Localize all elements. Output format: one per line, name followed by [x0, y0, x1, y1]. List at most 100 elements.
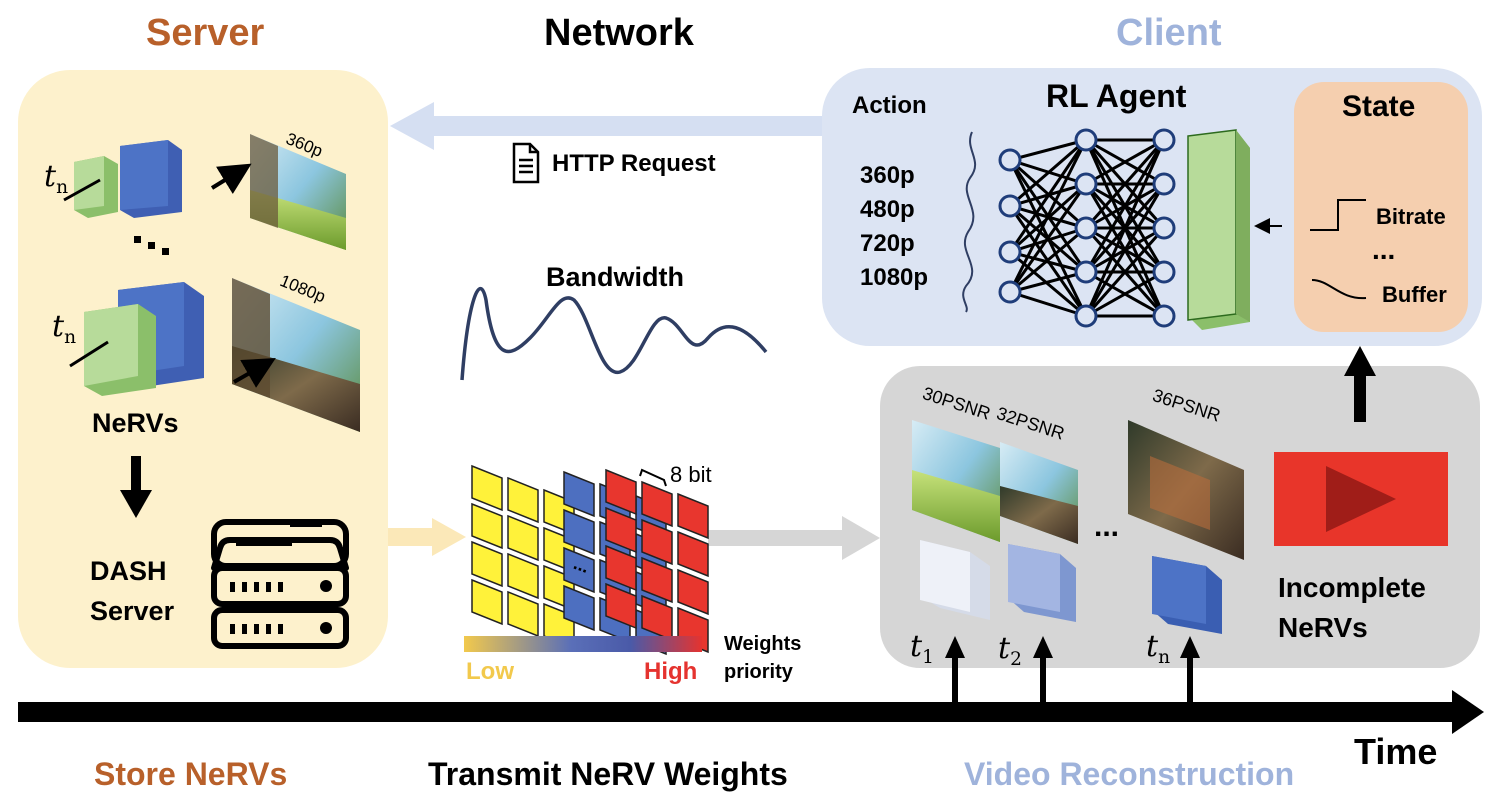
bandwidth-label: Bandwidth — [546, 262, 684, 292]
server-t-label-1: tn — [44, 159, 69, 198]
recon-frame-2 — [1000, 442, 1078, 544]
action-720p: 720p — [860, 230, 915, 257]
action-360p: 360p — [860, 162, 915, 189]
nn-node — [998, 194, 1022, 218]
weight-cell-blue — [563, 470, 595, 518]
action-distribution-curve — [962, 131, 976, 313]
bit-bracket — [639, 468, 667, 487]
dash-label-line2: Server — [90, 596, 175, 626]
state-dots: ... — [1372, 234, 1396, 265]
weight-cell-yellow — [471, 540, 503, 588]
weight-cell-red — [641, 556, 673, 604]
document-icon — [512, 142, 540, 184]
weight-cell-blue — [563, 546, 595, 594]
weight-cell-yellow — [471, 502, 503, 550]
time-axis-arrow — [18, 690, 1484, 734]
nn-node — [998, 148, 1022, 172]
weight-cell-red — [677, 568, 709, 616]
legend-high-label: High — [644, 658, 698, 685]
nn-edge — [1009, 226, 1087, 294]
weight-cell-blue — [563, 508, 595, 556]
weight-cell-yellow — [507, 552, 539, 600]
action-480p: 480p — [860, 196, 915, 223]
server-section-title: Server — [146, 12, 265, 54]
server-t-label-2: tn — [52, 309, 77, 348]
nn-edge — [1009, 290, 1087, 318]
nn-edge — [1084, 139, 1166, 317]
state-buffer-label: Buffer — [1382, 282, 1447, 307]
nn-edge — [1008, 183, 1088, 293]
http-request-label: HTTP Request — [552, 150, 716, 177]
nn-edge — [1084, 183, 1166, 317]
weights-to-client-arrow — [708, 516, 880, 560]
action-1080p: 1080p — [860, 264, 929, 291]
buffer-curve-icon — [1311, 279, 1367, 300]
nn-edge — [1009, 138, 1087, 162]
time-label-t1: t1 — [910, 629, 934, 668]
action-label: Action — [852, 92, 927, 119]
weight-cell-yellow — [471, 578, 503, 626]
nn-node — [1074, 304, 1098, 328]
nn-edge — [1009, 250, 1087, 318]
nerv-cube-large — [69, 282, 204, 396]
nn-node — [1074, 128, 1098, 152]
recon-cube-1 — [920, 540, 990, 620]
nn-edge — [1009, 250, 1087, 274]
legend-caption-line2: priority — [724, 661, 793, 683]
recon-cube-n — [1152, 556, 1222, 634]
recon-frame-1 — [912, 420, 1000, 542]
arrow-to-1080p — [233, 358, 276, 388]
time-up-arrows — [945, 636, 1200, 704]
nn-edge — [1009, 138, 1087, 208]
nerv-cube-small — [63, 140, 182, 218]
network-section-title: Network — [544, 12, 694, 54]
server-dots — [134, 236, 169, 255]
bandwidth-curve — [460, 286, 768, 381]
weight-cell-yellow — [507, 514, 539, 562]
http-request-arrow — [390, 102, 822, 150]
weights-grid-red — [605, 468, 709, 654]
nn-edge — [1008, 139, 1088, 253]
neural-network — [998, 128, 1176, 328]
footer-store: Store NeRVs — [94, 756, 288, 792]
nn-node — [1074, 172, 1098, 196]
weights-grid-yellow — [471, 464, 575, 650]
weight-cell-red — [677, 530, 709, 578]
nn-node — [1074, 216, 1098, 240]
dash-server-icon — [211, 519, 349, 649]
nn-node — [998, 240, 1022, 264]
legend-caption-line1: Weights — [724, 633, 802, 655]
weight-cell-red — [605, 468, 637, 516]
rl-agent-title: RL Agent — [1046, 78, 1187, 114]
weight-cell-red — [641, 480, 673, 528]
bitrate-step-icon — [1310, 199, 1366, 231]
weight-cell-yellow — [471, 464, 503, 512]
client-section-title: Client — [1116, 12, 1222, 54]
server-to-weights-arrow — [388, 518, 466, 556]
weight-cell-yellow — [507, 476, 539, 524]
nn-edge — [1084, 227, 1166, 317]
incomplete-line1: Incomplete — [1278, 572, 1426, 603]
state-panel — [1294, 82, 1468, 332]
weight-cell-red — [677, 492, 709, 540]
nn-node — [998, 280, 1022, 304]
recon-cube-2 — [1008, 544, 1076, 622]
nn-node — [1152, 128, 1176, 152]
weight-cell-red — [641, 518, 673, 566]
frame-360p — [250, 134, 346, 250]
weight-cell-blue — [563, 584, 595, 632]
priority-gradient-bar — [464, 636, 702, 652]
time-axis-label: Time — [1354, 731, 1438, 772]
weight-cell-red — [605, 544, 637, 592]
incomplete-line2: NeRVs — [1278, 612, 1368, 643]
nn-node — [1152, 216, 1176, 240]
time-label-tn: tn — [1146, 629, 1171, 668]
nervs-to-dash-arrow — [120, 456, 152, 518]
nervs-label: NeRVs — [92, 408, 179, 438]
play-icon — [1274, 452, 1448, 546]
recon-to-state-arrow — [1344, 346, 1376, 422]
arrow-to-360p — [210, 163, 252, 195]
bit-label: 8 bit — [670, 462, 712, 487]
recon-dots: ... — [1094, 510, 1120, 543]
